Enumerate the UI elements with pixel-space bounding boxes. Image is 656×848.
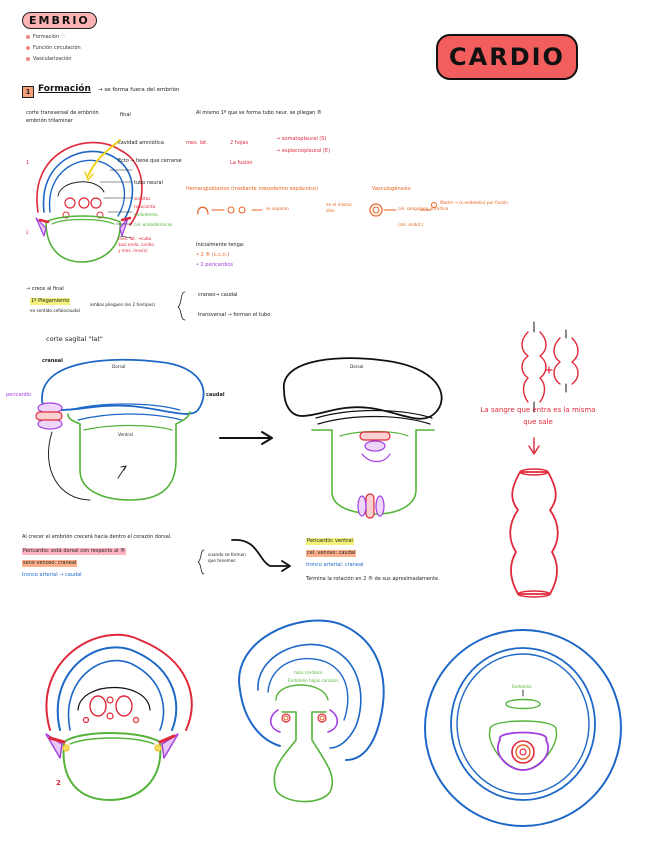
- note-sangre: La sangre que entra es la misma que sale: [480, 406, 596, 426]
- note-cuando-formado: cuando se forman que tenemos: [208, 552, 246, 563]
- label-vasculogenesis: Vasculogénesis:: [372, 186, 412, 192]
- label-hojas: 2 hojas: [230, 140, 249, 146]
- label-hoja-interna: → somatopleural (S): [276, 136, 327, 142]
- section-number: 1: [22, 86, 34, 98]
- cardio-badge: CARDIO: [436, 34, 578, 80]
- label-boceto-2: Endotelio hojas corazón: [288, 678, 338, 683]
- label-cnf-1: • 2 ® (c.c.n.): [196, 252, 230, 258]
- note-al-crecer: Al crecer el embrión crecerá hacia dentr…: [22, 534, 172, 540]
- bottom-section-1: [45, 633, 193, 801]
- label-ambos-pliegues: ambos pliegues (en 2 tiempos): [90, 302, 156, 307]
- label-en-el-mismo: en el mismo: [326, 202, 352, 207]
- label-mes-lat-note: mes. lat. →cuba ázul endo. cardio. y mes…: [118, 236, 156, 253]
- index-item-label: Función circulación: [33, 45, 81, 51]
- label-caudal: caudal: [206, 392, 225, 398]
- label-hemangioblastos: Hemangioblastos (mediante mesodermo espl…: [186, 186, 319, 192]
- label-dorsal-1: Dorsal: [112, 364, 126, 369]
- label-ecto: Ecto: [118, 158, 129, 164]
- cross-section-top: [35, 139, 143, 263]
- label-cel-sang: cel. sanguínea primitiva: [398, 206, 449, 211]
- arrow-right-icon: [219, 431, 273, 445]
- vasculogenesis-sketch: [197, 202, 437, 217]
- label-boceto-1: tubo cardíaco: [294, 670, 323, 675]
- label-craneo-caudal: craneo→ caudal: [198, 292, 238, 298]
- label-craneal: craneal: [42, 358, 63, 364]
- number-label: 2: [56, 779, 61, 787]
- sagittal-section-left: [35, 358, 205, 501]
- label-inicialmente: Inicialmente tenga:: [196, 242, 245, 248]
- label-somitas: somitas: [134, 196, 151, 201]
- section-title: Formación: [38, 84, 91, 94]
- label-se-separan: se separan: [266, 206, 290, 211]
- note-seno-venoso: seno venoso: craneal: [22, 560, 78, 567]
- note-tronco-arterial-craneal: tronco arterial: craneal: [306, 562, 364, 568]
- note-cel-venoso-caudal: cel. venoso: caudal: [306, 550, 357, 557]
- bottom-section-2: [238, 619, 385, 803]
- label-sitio: sitio: [326, 208, 335, 213]
- label-cavidad-amniotica: cavidad amniótica: [118, 140, 164, 146]
- label-ventral: Ventral: [118, 432, 133, 437]
- section-subtitle: → se forma fuera del embrión: [98, 87, 180, 93]
- index-item-1: Formación ♡: [26, 34, 65, 40]
- label-dorsal-2: Dorsal: [350, 364, 364, 369]
- label-cerrarse: → tiene que cerrarse: [130, 158, 182, 164]
- label-crece: → crece al final: [26, 286, 64, 292]
- note-al-mismo: Al mismo 1º que se forma tubo neur. se p…: [196, 110, 322, 116]
- note-pericardio-tag: Pericardio: está dorsal con respecto al …: [22, 548, 127, 555]
- label-hoja-externa: → esplacnopleural (E): [276, 148, 331, 154]
- label-num-2: 2: [26, 230, 29, 235]
- note-termina-rotacion: Termina la rotación en 2 ® de sus aproxi…: [306, 576, 440, 582]
- label-cefalo: en sentido cefalocaudal: [30, 308, 80, 313]
- label-cnf-2: • 2 pericardios: [196, 262, 234, 268]
- index-item-label: Formación ♡: [33, 34, 66, 40]
- heart-tube-sketches: [509, 321, 579, 598]
- label-cel-endot: (cel. endot.): [398, 222, 424, 227]
- index-item-2: Función circulación: [26, 45, 81, 51]
- label-plegamiento: 1º Plegamiento: [30, 298, 71, 305]
- label-boceto-3: Endotelio: [512, 684, 532, 689]
- page-title: EMBRIO: [22, 12, 97, 29]
- bullet-icon: [26, 56, 30, 61]
- note-corte-sub: embrión trilaminar: [26, 118, 73, 124]
- label-corte-sagital: corte sagital "lat": [46, 335, 103, 343]
- label-endodermo: endodermo: [134, 212, 158, 217]
- label-tubo-neural: tubo neural: [134, 180, 163, 186]
- label-la-fusion: La fusión: [230, 160, 253, 166]
- curved-arrow-icon: [231, 539, 291, 572]
- index-item-3: Vascularización: [26, 56, 72, 62]
- note-pericardio-ventral: Pericardio: ventral: [306, 538, 354, 545]
- note-corte-transversal: corte transversal de embrión: [26, 110, 99, 116]
- bullet-icon: [26, 45, 30, 50]
- sagittal-section-right: [283, 357, 443, 519]
- label-cel-endodermo: cel. endodérmicas: [134, 222, 173, 227]
- index-item-label: Vascularización: [33, 56, 72, 62]
- label-notocorda: notocorda: [134, 204, 156, 209]
- note-final: final: [120, 112, 131, 118]
- label-pericardio: pericardio: [6, 392, 32, 398]
- brace: [197, 549, 205, 575]
- label-transversal: transversal → forman el tubo: [198, 312, 271, 318]
- bullet-icon: [26, 34, 30, 39]
- bottom-section-3: [424, 629, 622, 827]
- label-mes-lat: mes. lat.: [186, 140, 208, 146]
- label-madre: Madre → (s.endotelio) por fusión: [440, 200, 508, 205]
- brace: [177, 291, 186, 321]
- number-label: 1: [26, 160, 30, 166]
- note-tronco-arterial: tronco arterial → caudal: [22, 572, 82, 578]
